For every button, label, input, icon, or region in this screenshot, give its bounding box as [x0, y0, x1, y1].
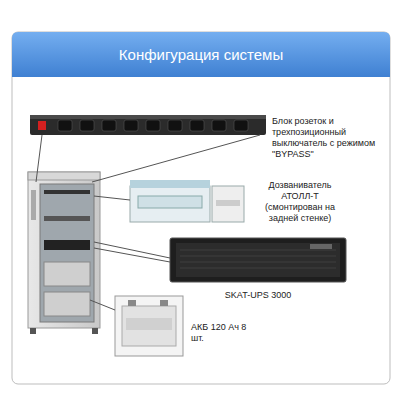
battery-pack: [115, 296, 183, 356]
device-label: АКБ 120 Ач 8 шт.: [191, 322, 247, 344]
device-node: АКБ 120 Ач 8 шт.: [115, 296, 183, 356]
device-label: Блок розеток и трехпозиционный выключате…: [272, 116, 390, 160]
dialer-device: [130, 180, 244, 222]
device-node: Дозваниватель АТОЛЛ-Т (смонтирован на за…: [130, 180, 244, 222]
header-band: [12, 32, 390, 77]
leader-line: [36, 135, 260, 310]
frame: [12, 32, 390, 384]
device-node: SKAT-UPS 3000: [170, 238, 346, 282]
device-label: Дозваниватель АТОЛЛ-Т (смонтирован на за…: [252, 180, 348, 224]
ups-unit: [170, 238, 346, 282]
power-strip: [30, 115, 266, 135]
device-label: SKAT-UPS 3000: [190, 290, 326, 301]
page-title: Конфигурация системы: [12, 32, 390, 77]
device-node: Блок розеток и трехпозиционный выключате…: [30, 115, 266, 135]
rack-cabinet: [28, 172, 100, 334]
